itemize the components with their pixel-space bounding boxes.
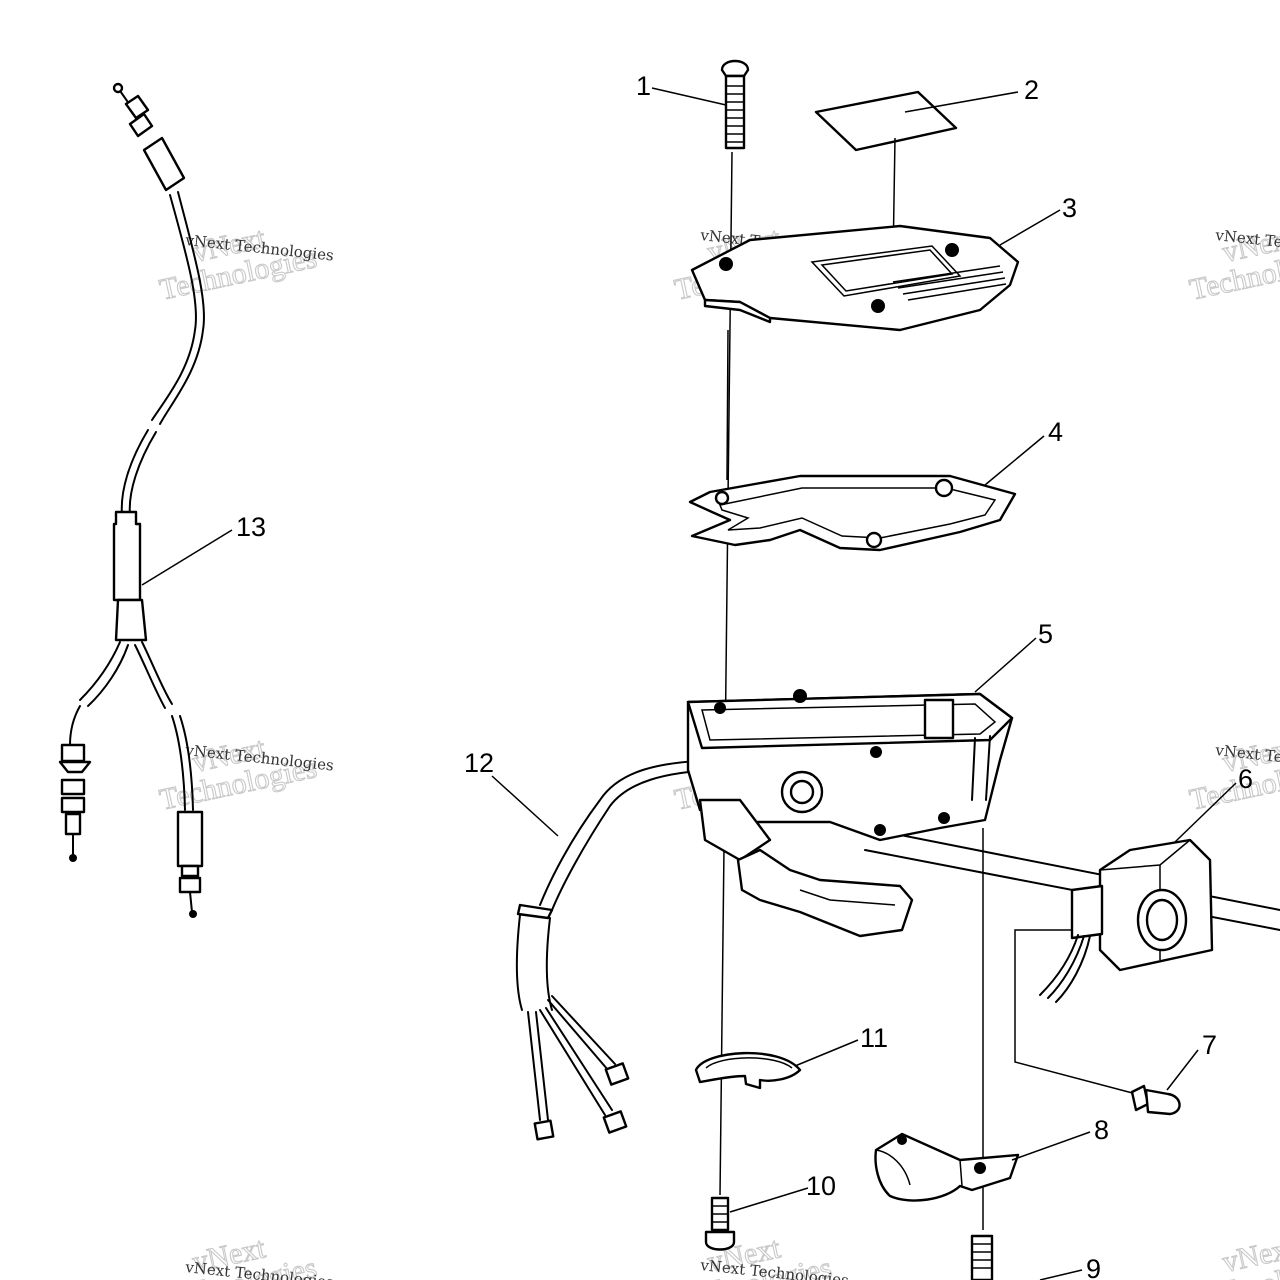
part-8-clamp — [874, 1132, 1020, 1202]
part-7-bulb — [1130, 1084, 1181, 1116]
callout-8: 8 — [1094, 1115, 1109, 1145]
callout-labels: 1 2 3 4 5 6 7 8 9 10 11 12 13 — [236, 71, 1253, 1280]
part-4-gasket — [688, 474, 1017, 552]
part-3-cover — [690, 224, 1020, 481]
callout-9: 9 — [1086, 1254, 1101, 1280]
part-5-throttle-housing — [686, 689, 1014, 938]
callout-13: 13 — [236, 512, 266, 542]
watermark: vNext Technologies — [1186, 731, 1280, 817]
callout-7: 7 — [1202, 1030, 1217, 1060]
callout-10: 10 — [806, 1171, 836, 1201]
part-2-decal — [814, 90, 958, 263]
callout-1: 1 — [636, 71, 651, 101]
callout-4: 4 — [1048, 417, 1063, 447]
part-13-cable — [58, 82, 205, 918]
part-11-clip — [694, 1051, 802, 1090]
callout-5: 5 — [1038, 619, 1053, 649]
callout-11: 11 — [860, 1023, 888, 1053]
part-10-screw — [704, 1196, 736, 1251]
callout-2: 2 — [1024, 75, 1039, 105]
callout-6: 6 — [1238, 764, 1253, 794]
part-9-screw — [970, 1234, 994, 1280]
part-1-screw — [720, 59, 750, 150]
leader-lines — [141, 87, 1237, 1280]
part-12-wire-harness — [515, 759, 716, 1141]
callout-12: 12 — [464, 748, 494, 778]
callout-3: 3 — [1062, 193, 1077, 223]
part-6-handlebar-switch — [864, 829, 1280, 1003]
watermark: vNext Technologies — [1186, 1231, 1280, 1280]
watermark: vNext Technologies — [1186, 221, 1280, 307]
